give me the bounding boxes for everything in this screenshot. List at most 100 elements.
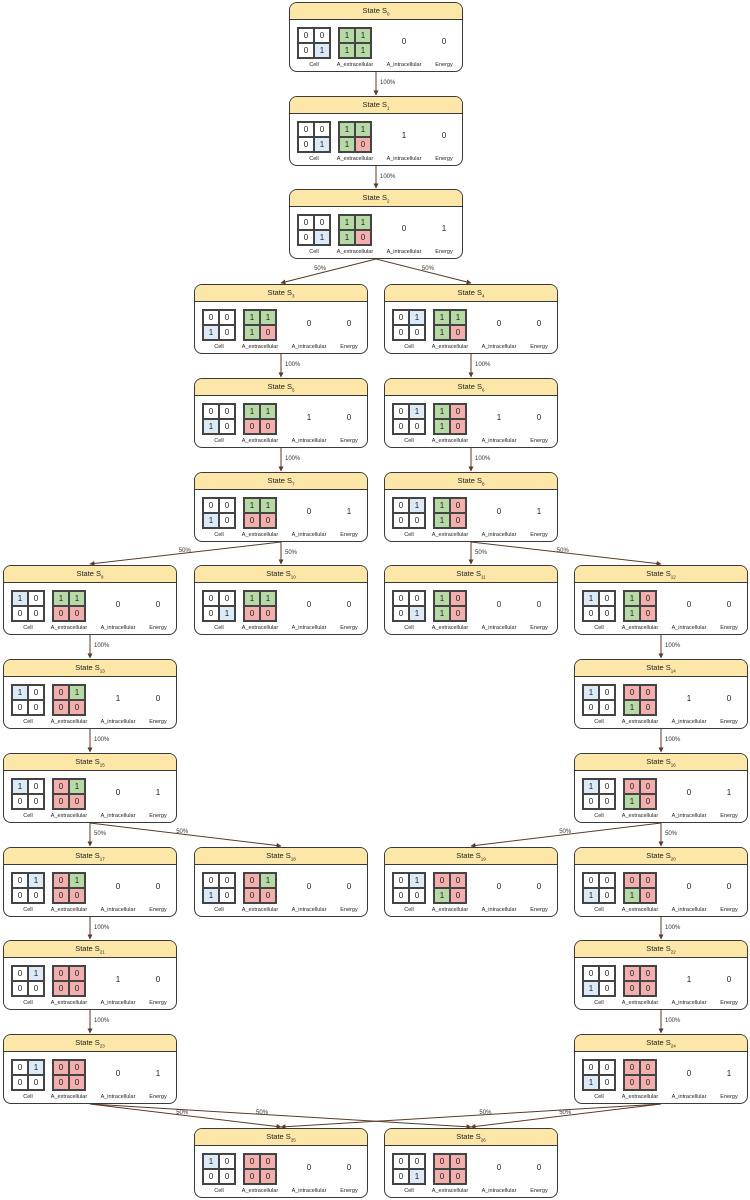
state-title: State S12 xyxy=(575,566,747,583)
energy-label: Energy xyxy=(340,532,358,538)
cell-grid-cell: 1 xyxy=(583,779,599,794)
a-extracellular-grid-cell: 0 xyxy=(624,779,640,794)
a-extracellular-grid-cell: 1 xyxy=(355,43,371,58)
cell-label: Cell xyxy=(404,344,414,350)
a-intracellular-label: A_intracellular xyxy=(671,907,707,913)
cell-grid-cell: 0 xyxy=(599,873,615,888)
cell-grid-cell: 1 xyxy=(583,685,599,700)
state-title: State S13 xyxy=(4,660,176,677)
a-extracellular-grid-cell: 0 xyxy=(640,591,656,606)
energy-value: 1 xyxy=(155,788,161,797)
state-title-text: State S xyxy=(75,663,100,672)
state-title-text: State S xyxy=(76,569,102,578)
a-extracellular-grid-cell: 0 xyxy=(53,873,69,888)
a-extracellular-label: A_extracellular xyxy=(241,532,279,538)
cell-grid-cell: 0 xyxy=(599,591,615,606)
a-extracellular-grid-cell: 1 xyxy=(260,591,276,606)
cell-grid-cell: 0 xyxy=(12,888,28,903)
a-extracellular-grid-cell: 0 xyxy=(624,873,640,888)
energy-label: Energy xyxy=(149,625,167,631)
a-extracellular-grid-cell: 0 xyxy=(69,700,85,715)
energy-label: Energy xyxy=(720,813,738,819)
state-title-text: State S xyxy=(266,851,291,860)
a-extracellular-grid-cell: 0 xyxy=(53,794,69,809)
state-title: State S14 xyxy=(575,660,747,677)
cell-grid-cell: 0 xyxy=(583,966,599,981)
cell-grid-cell: 0 xyxy=(219,310,235,325)
state-title-text: State S xyxy=(456,1132,481,1141)
a-extracellular-grid-cell: 1 xyxy=(434,606,450,621)
a-intracellular-value: 0 xyxy=(686,600,692,609)
cell-grid-cell: 1 xyxy=(28,966,44,981)
state-title: State S26 xyxy=(385,1129,557,1146)
cell-grid-cell: 0 xyxy=(12,1075,28,1090)
cell-grid-cell: 0 xyxy=(393,606,409,621)
a-extracellular-grid-cell: 0 xyxy=(450,513,466,528)
a-extracellular-grid-cell: 0 xyxy=(69,966,85,981)
a-extracellular-grid-cell: 0 xyxy=(434,1154,450,1169)
a-extracellular-grid-cell: 0 xyxy=(355,137,371,152)
a-extracellular-grid-cell: 0 xyxy=(53,606,69,621)
a-extracellular-grid-cell: 1 xyxy=(355,122,371,137)
transition-probability: 50% xyxy=(94,831,107,837)
state-title: State S10 xyxy=(195,566,367,583)
a-intracellular-value: 0 xyxy=(115,1069,121,1078)
a-extracellular-grid-cell: 1 xyxy=(260,404,276,419)
a-extracellular-grid-cell: 0 xyxy=(53,1075,69,1090)
cell-grid-cell: 0 xyxy=(583,1060,599,1075)
a-extracellular-grid-cell: 0 xyxy=(640,606,656,621)
cell-grid-cell: 0 xyxy=(298,230,314,245)
cell-grid-cell: 1 xyxy=(583,981,599,996)
state-index: 9 xyxy=(101,574,104,580)
a-extracellular-label: A_extracellular xyxy=(50,719,88,725)
a-extracellular-grid-cell: 1 xyxy=(69,591,85,606)
transition-probability: 100% xyxy=(380,173,396,180)
cell-grid-cell: 1 xyxy=(28,1060,44,1075)
a-intracellular-value: 0 xyxy=(306,882,312,891)
a-extracellular-grid-cell: 0 xyxy=(624,1075,640,1090)
cell-label: Cell xyxy=(309,249,319,255)
state-title-text: State S xyxy=(75,757,100,766)
transition-probability: 50% xyxy=(256,1110,269,1117)
cell-grid-cell: 0 xyxy=(583,606,599,621)
a-extracellular-grid-cell: 0 xyxy=(244,873,260,888)
cell-grid-cell: 1 xyxy=(409,498,425,513)
a-extracellular-grid-cell: 0 xyxy=(69,1075,85,1090)
cell-grid-cell: 0 xyxy=(314,28,330,43)
cell-label: Cell xyxy=(404,1188,414,1194)
a-extracellular-grid-cell: 1 xyxy=(434,310,450,325)
a-intracellular-value: 0 xyxy=(401,37,407,46)
state-index: 16 xyxy=(670,762,676,768)
transition-probability: 100% xyxy=(285,456,301,462)
state-title-text: State S xyxy=(646,663,671,672)
cell-grid-cell: 0 xyxy=(409,419,425,434)
state-title: State S7 xyxy=(195,473,367,490)
cell-grid-cell: 0 xyxy=(599,606,615,621)
cell-grid-cell: 0 xyxy=(599,779,615,794)
a-extracellular-label: A_extracellular xyxy=(431,1188,469,1194)
cell-grid-cell: 0 xyxy=(12,981,28,996)
energy-label: Energy xyxy=(720,1094,738,1100)
a-intracellular-label: A_intracellular xyxy=(481,344,517,350)
cell-grid-cell: 1 xyxy=(314,230,330,245)
a-extracellular-grid-cell: 0 xyxy=(260,1169,276,1184)
a-extracellular-grid-cell: 0 xyxy=(260,888,276,903)
state-index: 2 xyxy=(387,198,390,204)
a-extracellular-grid-cell: 1 xyxy=(339,43,355,58)
cell-label: Cell xyxy=(214,907,224,913)
transition-arrow-s2-s4 xyxy=(375,258,472,285)
a-extracellular-grid-cell: 1 xyxy=(244,310,260,325)
energy-value: 0 xyxy=(155,882,161,891)
energy-label: Energy xyxy=(149,907,167,913)
